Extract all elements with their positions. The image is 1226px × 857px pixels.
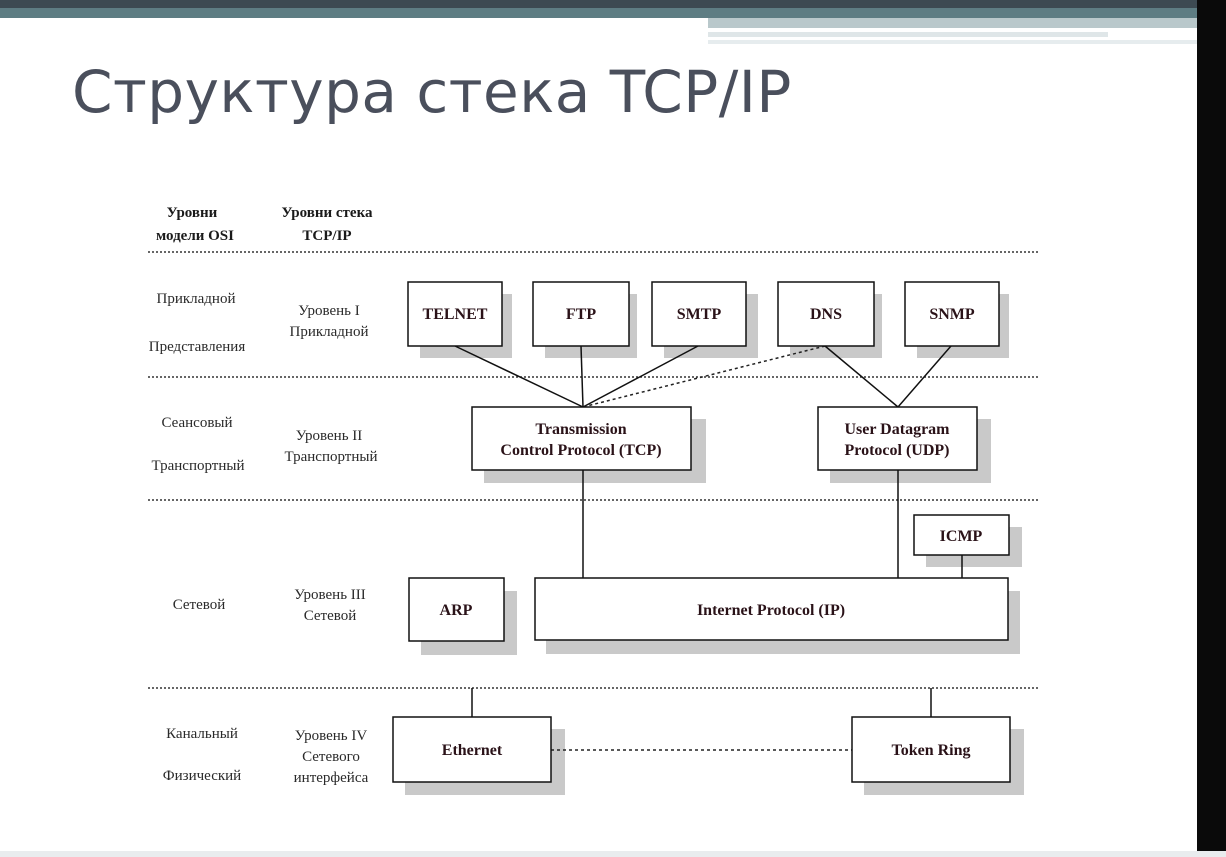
ethernet-label: Ethernet [442, 742, 503, 759]
slide-decor-line [708, 32, 1108, 37]
stack-level3-line1: Уровень III [294, 587, 366, 603]
icmp-label: ICMP [940, 528, 983, 545]
telnet-box [407, 281, 503, 347]
stack-level1-line1: Уровень I [298, 303, 360, 319]
smtp-label: SMTP [677, 306, 722, 323]
dns-label: DNS [810, 306, 842, 323]
tcp-label-line1: Transmission [535, 421, 626, 438]
stack-level4-line3: интерфейса [294, 770, 369, 786]
osi-network-label: Сетевой [173, 597, 226, 613]
dns-udp-link [824, 345, 899, 408]
slide-top-accent-bar [0, 8, 1200, 18]
osi-presentation-label: Представления [149, 339, 246, 355]
window-edge [1197, 0, 1226, 857]
snmp-label: SNMP [929, 306, 975, 323]
udp-label-line2: Protocol (UDP) [845, 442, 950, 459]
tokenring-label: Token Ring [892, 742, 971, 759]
telnet-tcp-link [454, 345, 584, 408]
ip-label: Internet Protocol (IP) [697, 602, 845, 619]
ftp-box [532, 281, 630, 347]
tokenring-box [851, 716, 1011, 783]
slide-title: Структура стека TCP/IP [72, 58, 792, 126]
stack-level4-line1: Уровень IV [295, 728, 368, 744]
tcpip-header-line2: TCP/IP [302, 228, 351, 244]
slide-top-bar [0, 0, 1200, 8]
stack-level2-line1: Уровень II [296, 428, 363, 444]
osi-datalink-label: Канальный [166, 726, 238, 742]
snmp-box [904, 281, 1000, 347]
stack-level1-line2: Прикладной [290, 324, 369, 340]
stack-level2-line2: Транспортный [285, 449, 378, 465]
stack-level3-line2: Сетевой [304, 608, 357, 624]
arp-label: ARP [440, 602, 473, 619]
osi-application-label: Прикладной [157, 291, 236, 307]
ip-box [534, 577, 1009, 641]
icmp-box [913, 514, 1010, 556]
osi-transport-label: Транспортный [152, 458, 245, 474]
tcpip-header-line1: Уровни стека [282, 205, 373, 221]
ftp-label: FTP [566, 306, 596, 323]
osi-physical-label: Физический [163, 768, 241, 784]
slide-decor-line [708, 18, 1200, 28]
arp-box [408, 577, 505, 642]
stack-level4-line2: Сетевого [302, 749, 360, 765]
smtp-box [651, 281, 747, 347]
snmp-udp-link [897, 345, 952, 408]
tcp-label-line2: Control Protocol (TCP) [500, 442, 661, 459]
udp-box [817, 406, 978, 471]
tcp-box [471, 406, 692, 471]
slide-bottom-edge [0, 851, 1226, 857]
telnet-label: TELNET [423, 306, 488, 323]
udp-label-line1: User Datagram [844, 421, 950, 438]
smtp-tcp-link [582, 345, 699, 408]
dns-box [777, 281, 875, 347]
osi-header-line2: модели OSI [156, 228, 234, 244]
osi-header-line1: Уровни [167, 205, 218, 221]
ethernet-box [392, 716, 552, 783]
ftp-tcp-link [580, 345, 584, 408]
slide-decor-line [708, 40, 1200, 44]
osi-session-label: Сеансовый [161, 415, 232, 431]
